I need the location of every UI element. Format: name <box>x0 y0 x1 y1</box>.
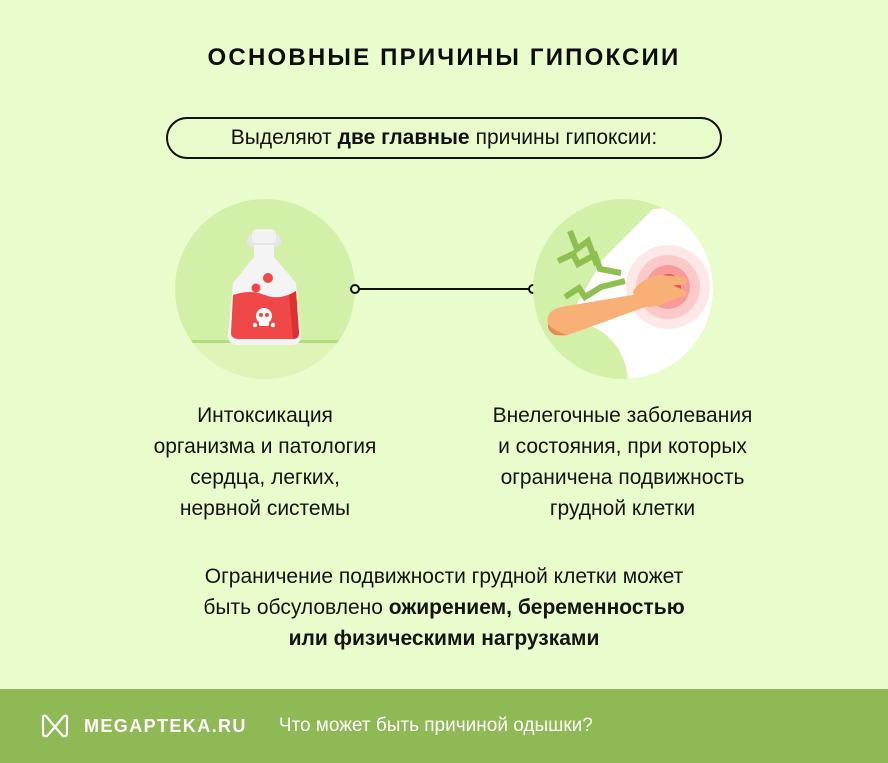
note-text: Ограничение подвижности грудной клетки м… <box>0 561 888 654</box>
intro-suffix: причины гипоксии: <box>475 126 658 149</box>
cause-1-illustration <box>175 199 355 379</box>
caption-line: Внелегочные заболевания <box>492 404 753 427</box>
cause-1-caption: Интоксикация организма и патология сердц… <box>115 400 415 524</box>
note-prefix: быть обсуловлено <box>203 596 383 619</box>
cause-2-caption: Внелегочные заболевания и состояния, при… <box>455 400 790 524</box>
caption-line: и состояния, при которых <box>498 435 747 458</box>
caption-line: грудной клетки <box>549 497 696 520</box>
note-line: Ограничение подвижности грудной клетки м… <box>204 565 684 588</box>
note-line: быть обсуловлено ожирением, беременность… <box>0 592 888 623</box>
caption-line: организма и патология <box>153 435 377 458</box>
footer-bar: MEGAPTEKA.RU Что может быть причиной оды… <box>0 689 888 763</box>
cause-2-illustration <box>533 199 713 379</box>
connector-line <box>350 284 538 294</box>
caption-line: нервной системы <box>179 497 351 520</box>
note-bold: ожирением, беременностью <box>388 596 685 619</box>
brand-name[interactable]: MEGAPTEKA.RU <box>84 715 247 736</box>
intro-pill: Выделяют две главные причины гипоксии: <box>166 117 722 159</box>
chest-pain-icon <box>547 208 713 379</box>
caption-line: Интоксикация <box>197 404 333 427</box>
note-bold: или физическими нагрузками <box>288 627 600 650</box>
megapteka-logo-icon[interactable] <box>40 713 70 739</box>
page-title: ОСНОВНЫЕ ПРИЧИНЫ ГИПОКСИИ <box>207 44 681 71</box>
intro-prefix: Выделяют <box>230 126 332 149</box>
caption-line: ограничена подвижность <box>500 466 745 489</box>
caption-line: сердца, легких, <box>190 466 340 489</box>
poison-bottle-icon <box>175 229 355 379</box>
intro-bold: две главные <box>337 126 470 149</box>
related-article-link[interactable]: Что может быть причиной одышки? <box>278 715 593 736</box>
note-line: или физическими нагрузками <box>0 623 888 654</box>
